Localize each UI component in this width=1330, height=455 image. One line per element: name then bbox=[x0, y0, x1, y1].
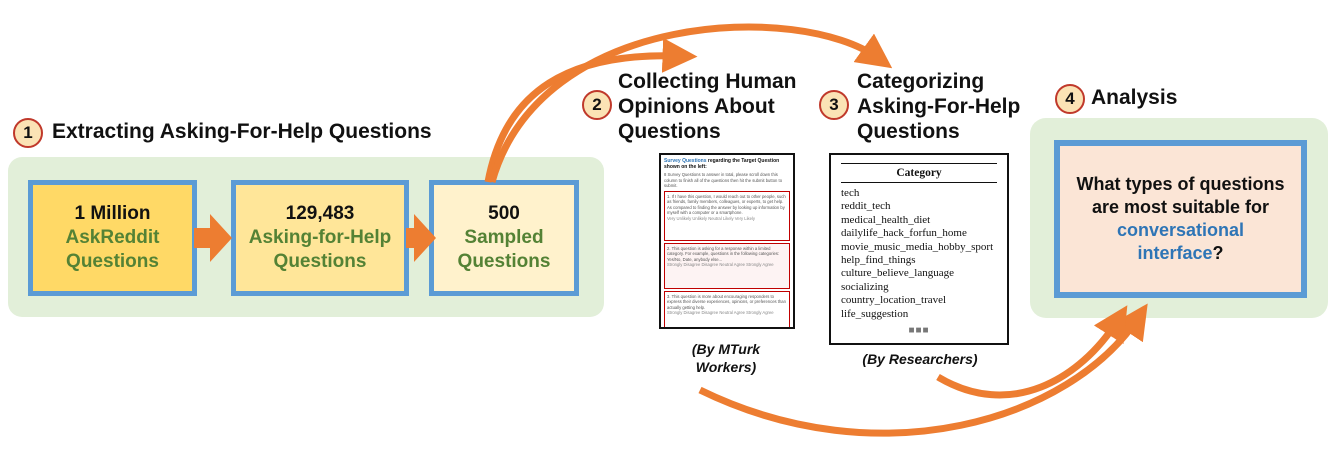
survey-thumbnail: Survey Questions regarding the Target Qu… bbox=[659, 153, 795, 329]
analysis-question-text: What types of questions are most suitabl… bbox=[1076, 174, 1285, 217]
step-2-caption: (By MTurk Workers) bbox=[660, 340, 792, 376]
survey-question-1-options: Very Unlikely Unlikely Neutral Likely Ve… bbox=[667, 215, 755, 221]
box-sampled-label: Sampled bbox=[464, 227, 544, 248]
box-asking-for-help-count: 129,483 bbox=[285, 203, 355, 224]
category-item: movie_music_media_hobby_sport bbox=[841, 240, 994, 253]
survey-question-3-text: 3. This question is more about encouragi… bbox=[667, 293, 786, 310]
survey-question-2-text: 2. This question is asking for a respons… bbox=[667, 245, 780, 262]
box-sampled-sublabel: Questions bbox=[457, 251, 551, 272]
box-askreddit-count: 1 Million bbox=[74, 203, 151, 224]
analysis-question: What types of questions are most suitabl… bbox=[1060, 173, 1301, 265]
step-2-caption-line-2: Workers) bbox=[695, 359, 757, 375]
step-2-title-line-2: Opinions About bbox=[618, 95, 775, 118]
box-askreddit-label: AskReddit bbox=[65, 227, 160, 248]
step-4-number: 4 bbox=[1055, 84, 1085, 114]
box-askreddit-sublabel: Questions bbox=[66, 251, 159, 272]
survey-heading-blue: Survey Questions bbox=[664, 158, 707, 164]
step-2-caption-line-1: (By MTurk bbox=[691, 341, 761, 357]
survey-question-1-text: 1. If I have this question, I would reac… bbox=[667, 193, 786, 216]
analysis-question-highlight: conversational interface bbox=[1116, 220, 1245, 263]
step-1-title: Extracting Asking-For-Help Questions bbox=[52, 120, 432, 143]
survey-question-2: 2. This question is asking for a respons… bbox=[664, 242, 790, 289]
box-sampled: 500 Sampled Questions bbox=[429, 180, 579, 296]
analysis-question-end: ? bbox=[1212, 243, 1224, 263]
arrow-to-step-2 bbox=[484, 37, 698, 183]
block-arrow-1 bbox=[194, 214, 232, 262]
category-table-header: Category bbox=[841, 163, 997, 183]
box-asking-for-help-label: Asking-for-Help bbox=[248, 227, 392, 248]
block-arrow-2 bbox=[406, 214, 436, 262]
step-1-number: 1 bbox=[13, 118, 43, 148]
step-3-title-line-1: Categorizing bbox=[857, 70, 985, 93]
step-3-title-line-3: Questions bbox=[857, 120, 960, 143]
survey-question-1: 1. If I have this question, I would reac… bbox=[664, 190, 790, 241]
category-item: reddit_tech bbox=[841, 200, 891, 213]
category-item: medical_health_diet bbox=[841, 213, 931, 226]
category-item: help_find_things bbox=[841, 254, 916, 267]
step-2-title-line-1: Collecting Human bbox=[618, 70, 797, 93]
box-asking-for-help: 129,483 Asking-for-Help Questions bbox=[231, 180, 409, 296]
analysis-question-box: What types of questions are most suitabl… bbox=[1054, 140, 1307, 298]
survey-intro: 8 Survey Questions to answer in total, p… bbox=[664, 172, 783, 188]
step-3-title: Categorizing Asking-For-Help Questions bbox=[857, 69, 1020, 144]
step-3-title-line-2: Asking-For-Help bbox=[857, 95, 1021, 118]
step-2-title: Collecting Human Opinions About Question… bbox=[618, 69, 797, 144]
survey-heading: Survey Questions regarding the Target Qu… bbox=[664, 158, 790, 170]
survey-question-3-options: Strongly Disagree Disagree Neutral Agree… bbox=[667, 310, 774, 315]
box-sampled-count: 500 bbox=[488, 203, 520, 224]
arrow-from-researchers-to-analysis bbox=[936, 305, 1128, 399]
category-item: culture_believe_language bbox=[841, 267, 955, 280]
category-more-indicator: ■■■ bbox=[908, 325, 930, 337]
survey-question-2-options: Strongly Disagree Disagree Neutral Agree… bbox=[667, 262, 774, 267]
category-item: socializing bbox=[841, 280, 889, 293]
box-asking-for-help-sublabel: Questions bbox=[273, 251, 367, 272]
category-header-label: Category bbox=[896, 167, 942, 179]
category-item: tech bbox=[841, 187, 860, 199]
arrow-to-step-3 bbox=[488, 23, 893, 183]
category-item: dailylife_hack_forfun_home bbox=[841, 227, 967, 240]
category-item: life_suggestion bbox=[841, 307, 909, 320]
survey-question-3: 3. This question is more about encouragi… bbox=[664, 290, 790, 327]
survey-heading-rest: regarding the Target Question shown on t… bbox=[664, 158, 780, 170]
step-3-caption: (By Researchers) bbox=[862, 351, 978, 367]
step-2-title-line-3: Questions bbox=[618, 120, 721, 143]
step-4-title: Analysis bbox=[1091, 86, 1178, 109]
category-item: country_location_travel bbox=[841, 294, 947, 307]
step-3-number: 3 bbox=[819, 90, 849, 120]
arrow-from-survey-to-analysis bbox=[698, 303, 1148, 437]
step-2-number: 2 bbox=[582, 90, 612, 120]
